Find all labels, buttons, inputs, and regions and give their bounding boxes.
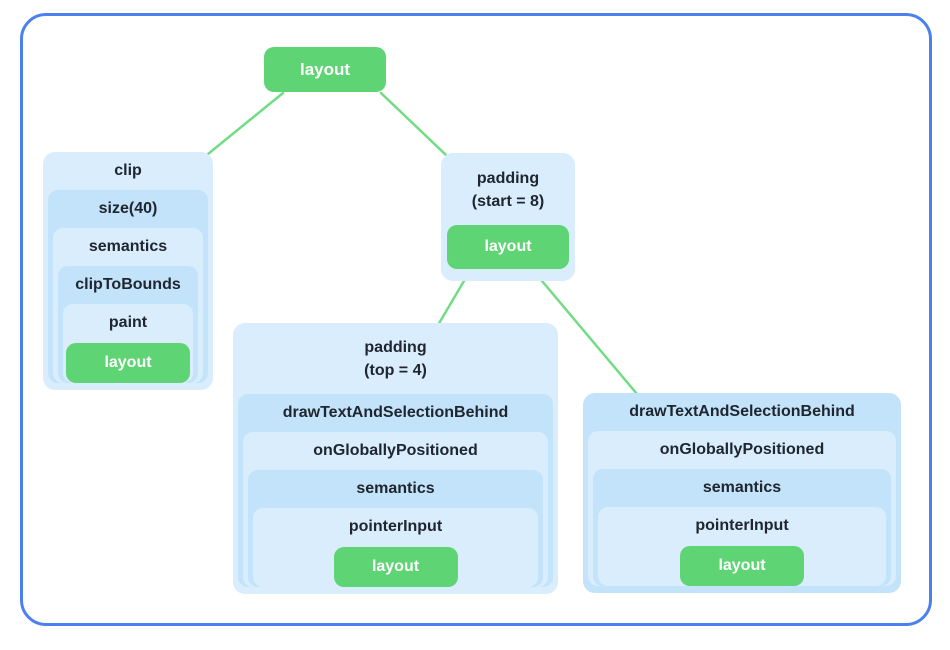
node-pointerinput: pointerInput layout [598, 507, 886, 586]
node-paint-label: paint [108, 314, 148, 331]
connector-padding-start-to-drawtext [540, 279, 639, 396]
node-cliptobounds: clipToBounds paint layout [58, 266, 198, 383]
node-semantics: semantics pointerInput layout [593, 469, 891, 586]
node-semantics-label: semantics [702, 479, 782, 496]
node-layout-leaf: layout [447, 225, 569, 269]
node-padding-top-label-line2: (top = 4) [364, 362, 427, 379]
node-ongloballypositioned: onGloballyPositioned semantics pointerIn… [243, 432, 548, 587]
node-layout-root-label: layout [299, 59, 351, 79]
node-ongloballypositioned: onGloballyPositioned semantics pointerIn… [588, 431, 896, 586]
node-layout-leaf: layout [333, 547, 458, 587]
modifier-chain-clip: clip size(40) semantics clipToBounds pai… [43, 152, 213, 390]
node-layout-root: layout [264, 47, 386, 92]
node-drawtext-label: drawTextAndSelectionBehind [629, 403, 855, 420]
connector-root-to-padding-start [379, 91, 448, 157]
node-pointerinput-label: pointerInput [695, 517, 789, 534]
node-padding-start: padding (start = 8) layout [441, 153, 575, 281]
modifier-chain-drawtext: drawTextAndSelectionBehind onGloballyPos… [583, 393, 901, 593]
node-semantics-label: semantics [356, 480, 435, 497]
node-pointerinput: pointerInput layout [253, 508, 538, 587]
node-cliptobounds-label: clipToBounds [75, 276, 181, 293]
node-drawtext: drawTextAndSelectionBehind onGloballyPos… [238, 394, 553, 587]
connector-root-to-clip [206, 91, 285, 156]
node-drawtext-label: drawTextAndSelectionBehind [282, 404, 509, 421]
node-size-label: size(40) [98, 200, 158, 217]
modifier-chain-padding-top: padding (top = 4) drawTextAndSelectionBe… [233, 323, 558, 594]
connector-padding-start-to-padding-top [436, 279, 466, 327]
node-pointerinput-label: pointerInput [348, 518, 443, 535]
node-padding-top-label: padding (top = 4) [233, 323, 558, 394]
node-layout-leaf: layout [66, 343, 190, 383]
node-ongloballypositioned-label: onGloballyPositioned [313, 442, 478, 459]
node-padding-start-label-line1: padding [476, 170, 540, 187]
node-clip-label: clip [114, 162, 142, 179]
node-padding-start-label: padding (start = 8) [441, 153, 575, 225]
node-layout-leaf: layout [680, 546, 804, 586]
node-ongloballypositioned-label: onGloballyPositioned [659, 441, 825, 458]
diagram-frame [20, 13, 932, 626]
node-semantics: semantics pointerInput layout [248, 470, 543, 587]
node-size: size(40) semantics clipToBounds paint la… [48, 190, 208, 383]
node-paint: paint layout [63, 304, 193, 383]
node-semantics-label: semantics [88, 238, 168, 255]
node-padding-start-label-line2: (start = 8) [471, 193, 545, 210]
node-padding-top-label-line1: padding [364, 339, 427, 356]
node-semantics: semantics clipToBounds paint layout [53, 228, 203, 383]
